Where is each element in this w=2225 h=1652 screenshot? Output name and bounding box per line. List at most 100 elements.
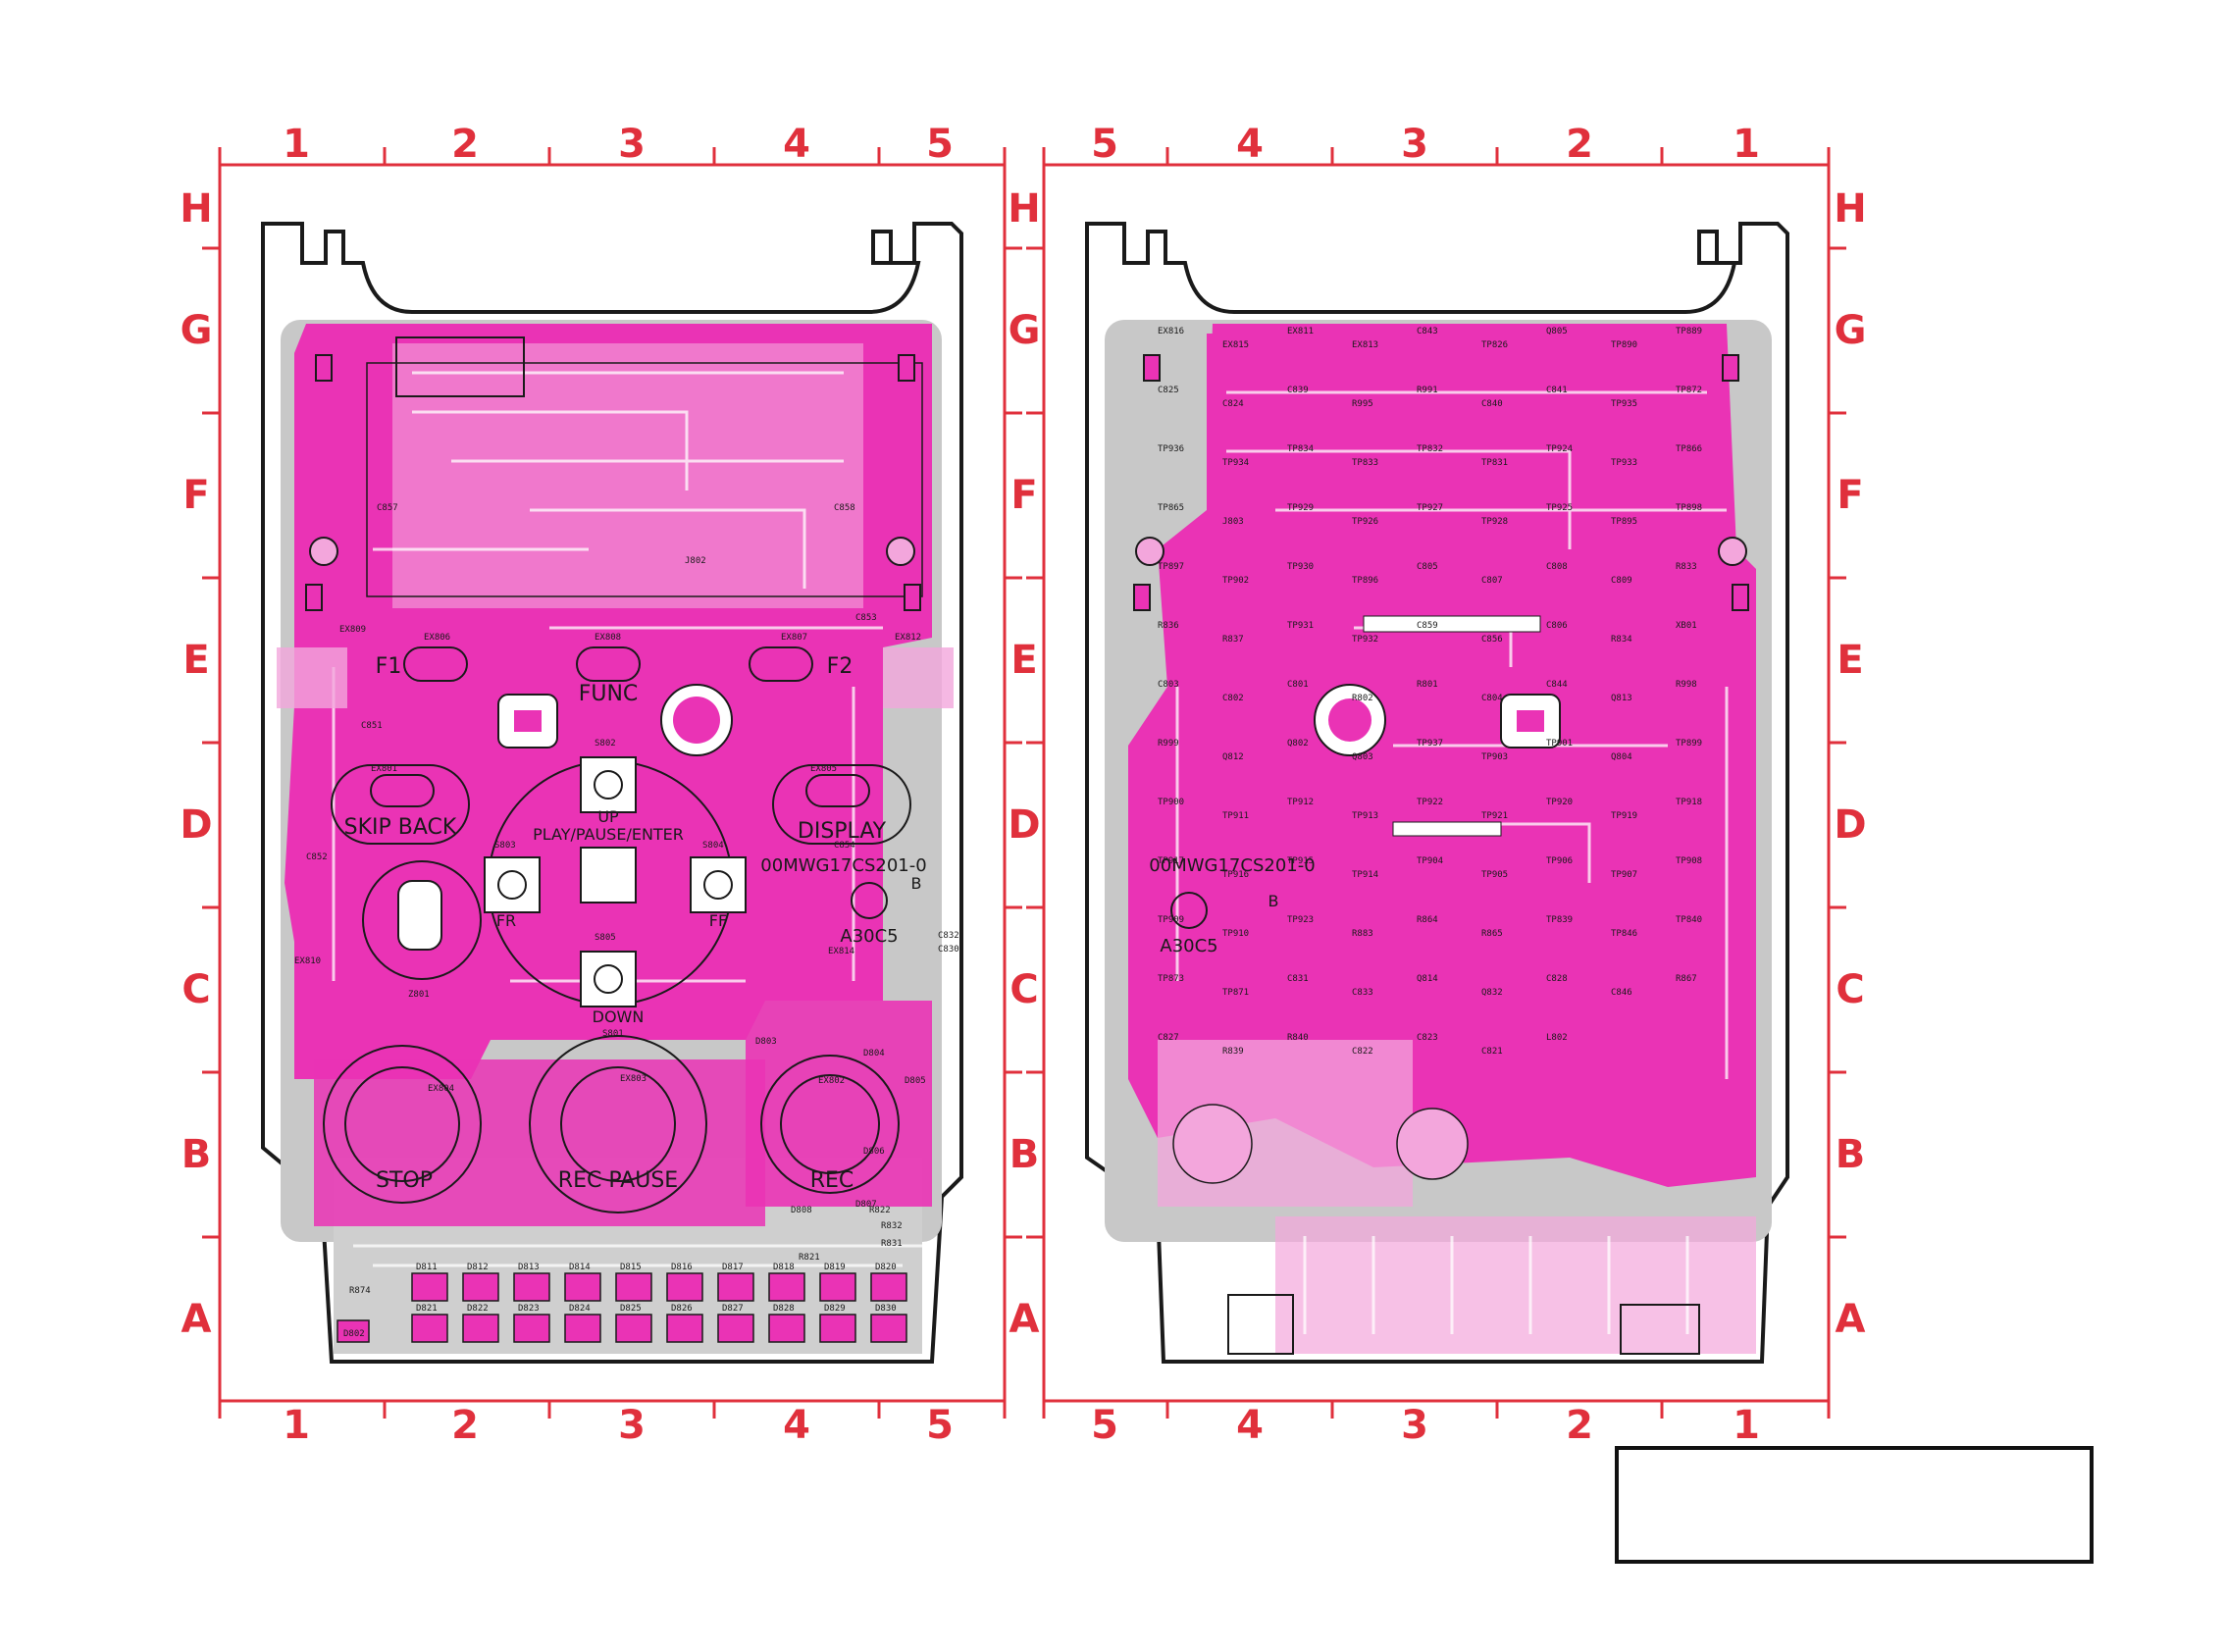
label-func: FUNC [579, 682, 639, 706]
recycle-icon [851, 882, 888, 919]
left-ref-label: D808 [791, 1206, 812, 1215]
rec-ring [760, 1055, 900, 1194]
right-ref-label: TP927 [1417, 503, 1443, 513]
led-bottom-ref-label: D830 [875, 1304, 897, 1314]
right-ref-label: R995 [1352, 399, 1373, 409]
row-label: C [1009, 967, 1038, 1012]
led-top-ref-label: D816 [671, 1263, 693, 1272]
col-label: 4 [1236, 122, 1264, 167]
right-ref-label: TP925 [1546, 503, 1573, 513]
right-ref-label: TP921 [1481, 811, 1508, 821]
left-ref-label: C851 [361, 721, 383, 731]
right-pcb-board: 00MWG17CS201-0 A30C5 B [1085, 222, 1789, 1364]
row-label: D [180, 802, 212, 848]
right-ref-labels: EX816EX815EX811EX813C843TP826Q805TP890TP… [1158, 327, 1702, 1057]
stop-ring [323, 1045, 482, 1204]
left-ref-label: J802 [685, 556, 706, 566]
right-ref-label: EX815 [1222, 340, 1249, 350]
display-key [805, 774, 870, 807]
row-label: F [1837, 473, 1863, 518]
right-ref-label: TP831 [1481, 458, 1508, 468]
right-ref-label: TP901 [1546, 739, 1573, 749]
skip-back-key [370, 774, 435, 807]
led-top-ref-label: D819 [824, 1263, 846, 1272]
switch-up [580, 756, 637, 813]
right-ref-label: TP934 [1222, 458, 1249, 468]
recycle-icon [1170, 892, 1208, 929]
col-label: 2 [451, 1403, 479, 1448]
right-ref-label: Q802 [1287, 739, 1309, 749]
right-ref-label: Q832 [1481, 988, 1503, 998]
right-ref-label: TP918 [1676, 798, 1702, 807]
row-label: B [1009, 1132, 1040, 1177]
right-ref-label: TP871 [1222, 988, 1249, 998]
col-label: 1 [283, 1403, 310, 1448]
right-ref-label: TP899 [1676, 739, 1702, 749]
right-ref-label: TP911 [1222, 811, 1249, 821]
right-ref-label: R867 [1676, 974, 1697, 984]
button-pad-f1 [403, 646, 468, 682]
right-ref-label: TP872 [1676, 386, 1702, 395]
right-ref-label: R834 [1611, 635, 1632, 645]
right-ref-label: TP919 [1611, 811, 1637, 821]
led-bottom-ref-label: D827 [722, 1304, 744, 1314]
row-label: G [181, 308, 213, 353]
label-rec-pause: REC PAUSE [558, 1168, 678, 1193]
right-ref-label: C843 [1417, 327, 1438, 336]
left-edge-pad [277, 647, 347, 708]
left-ref-label: R874 [349, 1286, 371, 1296]
right-ref-label: R802 [1352, 694, 1373, 703]
right-ref-label: TP895 [1611, 517, 1637, 527]
right-ref-label: C833 [1352, 988, 1373, 998]
led-top-ref-label: D812 [467, 1263, 489, 1272]
right-ref-label: C824 [1222, 399, 1244, 409]
left-ref-label: C832 [938, 931, 959, 941]
left-ref-label: EX810 [294, 956, 321, 966]
right-ref-label: TP832 [1417, 444, 1443, 454]
col-label: 5 [926, 122, 954, 167]
right-ref-label: EX813 [1352, 340, 1378, 350]
right-ref-label: TP912 [1287, 798, 1314, 807]
right-ref-label: L802 [1546, 1033, 1568, 1043]
mount-hole [309, 537, 338, 566]
row-label: C [181, 967, 210, 1012]
board-code-left: 00MWG17CS201-0 [760, 855, 926, 876]
row-label: G [1835, 308, 1867, 353]
left-lower-copper [314, 1059, 765, 1226]
right-ref-label: TP840 [1676, 915, 1702, 925]
left-ref-label: EX807 [781, 633, 807, 643]
left-column-ticks [383, 147, 881, 1419]
right-ref-label: C809 [1611, 576, 1632, 586]
right-ref-label: R999 [1158, 739, 1179, 749]
left-ref-label: D805 [905, 1076, 926, 1086]
lcd-zone [366, 362, 923, 597]
row-label: E [182, 638, 209, 683]
right-edge-pad [883, 647, 954, 708]
row-labels-middle: H G F E D C B A [1008, 186, 1040, 1342]
row-label: D [1008, 802, 1040, 848]
right-ref-label: C801 [1287, 680, 1309, 690]
led-top-ref-label: D818 [773, 1263, 795, 1272]
led-top-ref-label: D815 [620, 1263, 642, 1272]
right-ref-label: TP932 [1352, 635, 1378, 645]
left-ref-label: R831 [881, 1239, 903, 1249]
led-bottom-ref-label: D823 [518, 1304, 540, 1314]
right-column-labels: 5 4 3 2 1 5 4 3 2 1 [1091, 122, 1760, 1448]
right-ref-label: R998 [1676, 680, 1697, 690]
col-label: 3 [618, 122, 646, 167]
left-ref-label: C854 [834, 841, 855, 851]
right-ref-label: TP916 [1222, 870, 1249, 880]
right-ref-label: R864 [1417, 915, 1438, 925]
led-row-bottom [411, 1314, 907, 1343]
label-ff: FF [709, 911, 727, 930]
label-f2: F2 [827, 654, 854, 679]
col-label: 1 [1733, 1403, 1760, 1448]
right-ref-label: C803 [1158, 680, 1179, 690]
right-ref-label: TP865 [1158, 503, 1184, 513]
right-ref-label: TP889 [1676, 327, 1702, 336]
skip-back-pad [331, 764, 470, 845]
mount-pad [1143, 354, 1161, 382]
row-label: B [1836, 1132, 1866, 1177]
right-ref-label: TP913 [1352, 811, 1378, 821]
label-play-pause: PLAY/PAUSE/ENTER [533, 825, 684, 844]
